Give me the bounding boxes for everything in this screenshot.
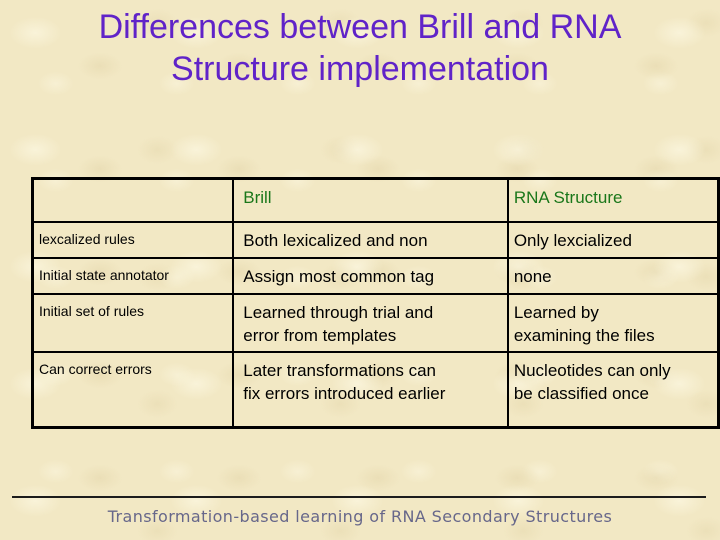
brill-value-cell: Both lexicalized and non [232,220,509,259]
table-row: Can correct errors Later transformations… [31,350,720,429]
header-rna-structure: RNA Structure [506,177,720,223]
table-header-row: Brill RNA Structure [31,177,720,223]
table-row: lexcalized rules Both lexicalized and no… [31,220,720,259]
slide-title: Differences between Brill and RNA Struct… [0,6,720,90]
comparison-table: Brill RNA Structure lexcalized rules Bot… [31,177,720,429]
brill-value-cell: Assign most common tag [232,256,509,295]
row-label-cell: Initial state annotator [31,256,235,295]
rna-value-cell: Learned by examining the files [506,292,720,353]
row-label-cell: lexcalized rules [31,220,235,259]
brill-value-cell: Later transformations can fix errors int… [232,350,509,429]
brill-value-cell: Learned through trial and error from tem… [232,292,509,353]
footer-divider [12,496,706,498]
row-label-cell: Initial set of rules [31,292,235,353]
table-row: Initial set of rules Learned through tri… [31,292,720,353]
table-row: Initial state annotator Assign most comm… [31,256,720,295]
header-brill: Brill [232,177,509,223]
rna-value-cell: none [506,256,720,295]
slide-title-line1: Differences between Brill and RNA [98,8,622,46]
rna-value-cell: Nucleotides can only be classified once [506,350,720,429]
slide-title-line2: Structure implementation [171,50,549,88]
row-label-cell: Can correct errors [31,350,235,429]
rna-value-cell: Only lexcialized [506,220,720,259]
footer-caption: Transformation-based learning of RNA Sec… [107,507,613,526]
header-empty-cell [31,177,235,223]
